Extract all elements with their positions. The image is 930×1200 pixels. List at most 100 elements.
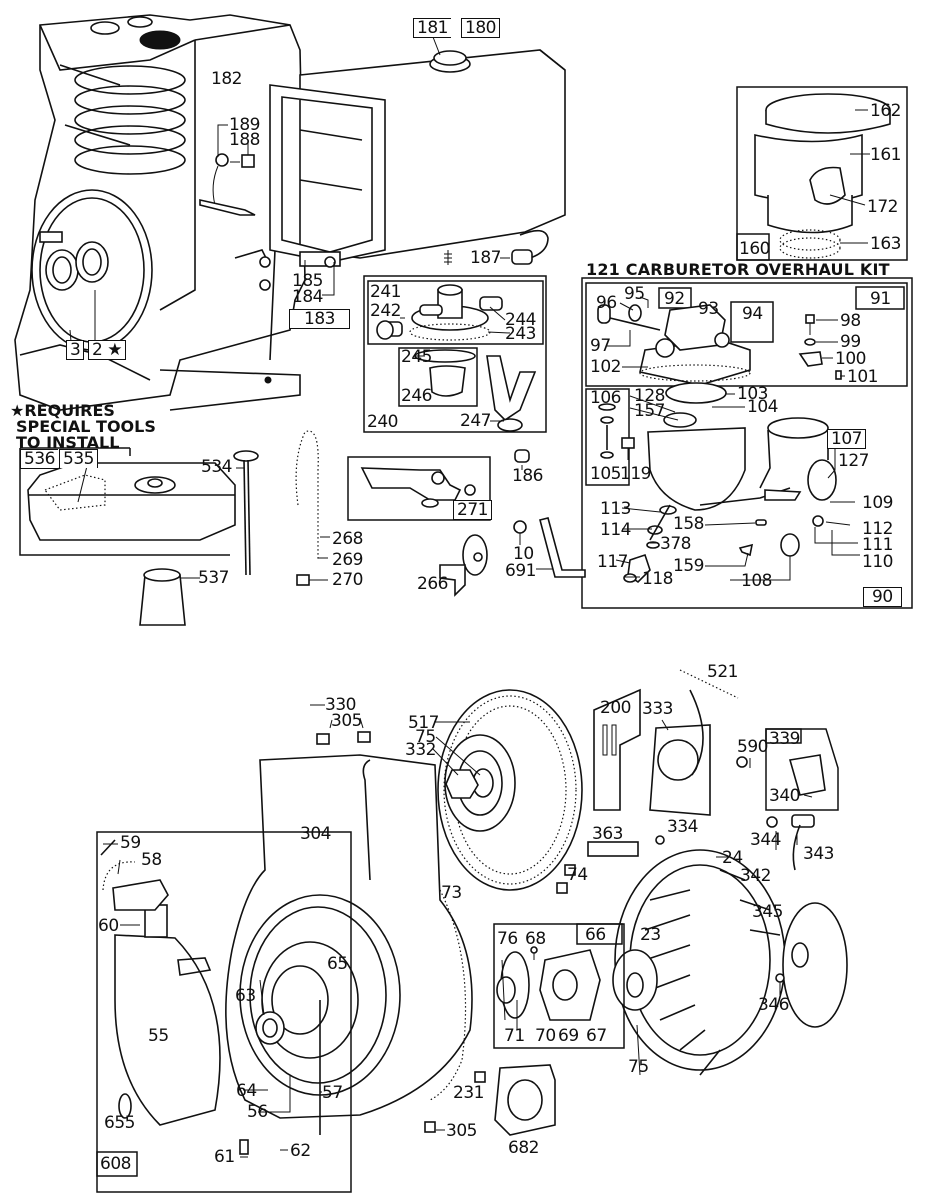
part-label-183: 183 (289, 309, 350, 329)
part-label-340: 340 (769, 786, 800, 806)
callout-leader-lines (69, 36, 870, 1158)
ignition-parts-drawing (564, 669, 839, 886)
part-label-305-bottom: 305 (446, 1121, 477, 1141)
part-label-108: 108 (741, 571, 772, 591)
part-label-172: 172 (867, 197, 898, 217)
part-label-63: 63 (235, 986, 256, 1006)
part-label-517: 517 (408, 713, 439, 733)
part-label-346: 346 (758, 995, 789, 1015)
part-label-127: 127 (838, 451, 869, 471)
part-label-240: 240 (367, 412, 398, 432)
part-label-184: 184 (292, 287, 323, 307)
part-label-107: 107 (827, 429, 866, 449)
part-label-691: 691 (505, 561, 536, 581)
fuel-tank-drawing (269, 49, 566, 268)
part-label-97: 97 (590, 336, 611, 356)
part-label-61: 61 (214, 1147, 235, 1167)
part-label-3: 3 (66, 340, 85, 360)
part-label-103: 103 (737, 384, 768, 404)
cylinder-block-drawing (14, 14, 306, 411)
part-label-157: 157 (634, 401, 665, 421)
part-label-68: 68 (525, 929, 546, 949)
air-cleaner-drawing (736, 86, 908, 261)
part-label-2: 2 ★ (88, 340, 126, 360)
part-label-76: 76 (497, 929, 518, 949)
part-label-91: 91 (870, 289, 891, 309)
part-label-71: 71 (504, 1026, 525, 1046)
part-label-128: 128 (634, 386, 665, 406)
part-label-69: 69 (558, 1026, 579, 1046)
part-label-363: 363 (592, 824, 623, 844)
part-label-266: 266 (417, 574, 448, 594)
part-label-60: 60 (98, 916, 119, 936)
fuel-pump-group-drawing (363, 275, 547, 433)
part-label-243: 243 (505, 324, 536, 344)
part-label-104: 104 (747, 397, 778, 417)
part-label-73: 73 (441, 883, 462, 903)
part-label-186: 186 (512, 466, 543, 486)
part-label-378: 378 (660, 534, 691, 554)
part-label-24: 24 (722, 848, 743, 868)
flywheel-screen-drawing (437, 689, 583, 891)
part-label-655: 655 (104, 1113, 135, 1133)
part-label-200: 200 (600, 698, 631, 718)
part-label-608: 608 (100, 1154, 131, 1174)
part-label-242: 242 (370, 301, 401, 321)
part-label-305-top: 305 (331, 711, 362, 731)
part-label-247: 247 (460, 411, 491, 431)
part-label-271: 271 (453, 500, 492, 520)
part-label-70: 70 (535, 1026, 556, 1046)
part-label-244: 244 (505, 310, 536, 330)
part-label-333: 333 (642, 699, 673, 719)
part-label-268: 268 (332, 529, 363, 549)
part-label-163: 163 (870, 234, 901, 254)
part-label-101: 101 (847, 367, 878, 387)
part-label-185: 185 (292, 271, 323, 291)
special-tools-note-line-1: ★REQUIRES (10, 401, 115, 420)
part-label-231: 231 (453, 1083, 484, 1103)
part-label-158: 158 (673, 514, 704, 534)
part-label-345: 345 (752, 902, 783, 922)
part-label-106: 106 (590, 388, 621, 408)
part-label-93: 93 (698, 299, 719, 319)
part-label-58: 58 (141, 850, 162, 870)
part-label-64: 64 (236, 1081, 257, 1101)
part-label-111: 111 (862, 535, 893, 555)
part-label-90: 90 (863, 587, 902, 607)
part-label-98: 98 (840, 311, 861, 331)
part-label-109: 109 (862, 493, 893, 513)
special-tools-note: ★REQUIRES SPECIAL TOOLS TO INSTALL (10, 403, 156, 451)
part-label-94: 94 (742, 304, 763, 324)
part-label-535: 535 (59, 449, 98, 468)
part-label-92: 92 (664, 289, 685, 309)
part-label-343: 343 (803, 844, 834, 864)
part-label-56: 56 (247, 1102, 268, 1122)
flywheel-drawing (424, 849, 848, 1136)
blower-housing-drawing (225, 731, 473, 1135)
part-label-342: 342 (740, 866, 771, 886)
part-label-269: 269 (332, 550, 363, 570)
part-label-102: 102 (590, 357, 621, 377)
part-label-344: 344 (750, 830, 781, 850)
part-label-682: 682 (508, 1138, 539, 1158)
part-label-66: 66 (585, 925, 606, 945)
part-label-521: 521 (707, 662, 738, 682)
part-label-117: 117 (597, 552, 628, 572)
part-label-534: 534 (201, 457, 232, 477)
part-label-119: 119 (620, 464, 651, 484)
part-label-74: 74 (567, 865, 588, 885)
part-label-100: 100 (835, 349, 866, 369)
part-label-118: 118 (642, 569, 673, 589)
part-label-75-bottom: 75 (628, 1057, 649, 1077)
special-tools-note-line-2: SPECIAL TOOLS (16, 417, 156, 436)
part-label-160: 160 (739, 239, 770, 259)
part-label-65: 65 (327, 954, 348, 974)
part-label-182: 182 (211, 69, 242, 89)
part-label-187: 187 (470, 248, 501, 268)
part-label-67: 67 (586, 1026, 607, 1046)
part-label-270: 270 (332, 570, 363, 590)
part-label-99: 99 (840, 332, 861, 352)
part-label-180: 180 (461, 18, 500, 38)
part-label-590: 590 (737, 737, 768, 757)
